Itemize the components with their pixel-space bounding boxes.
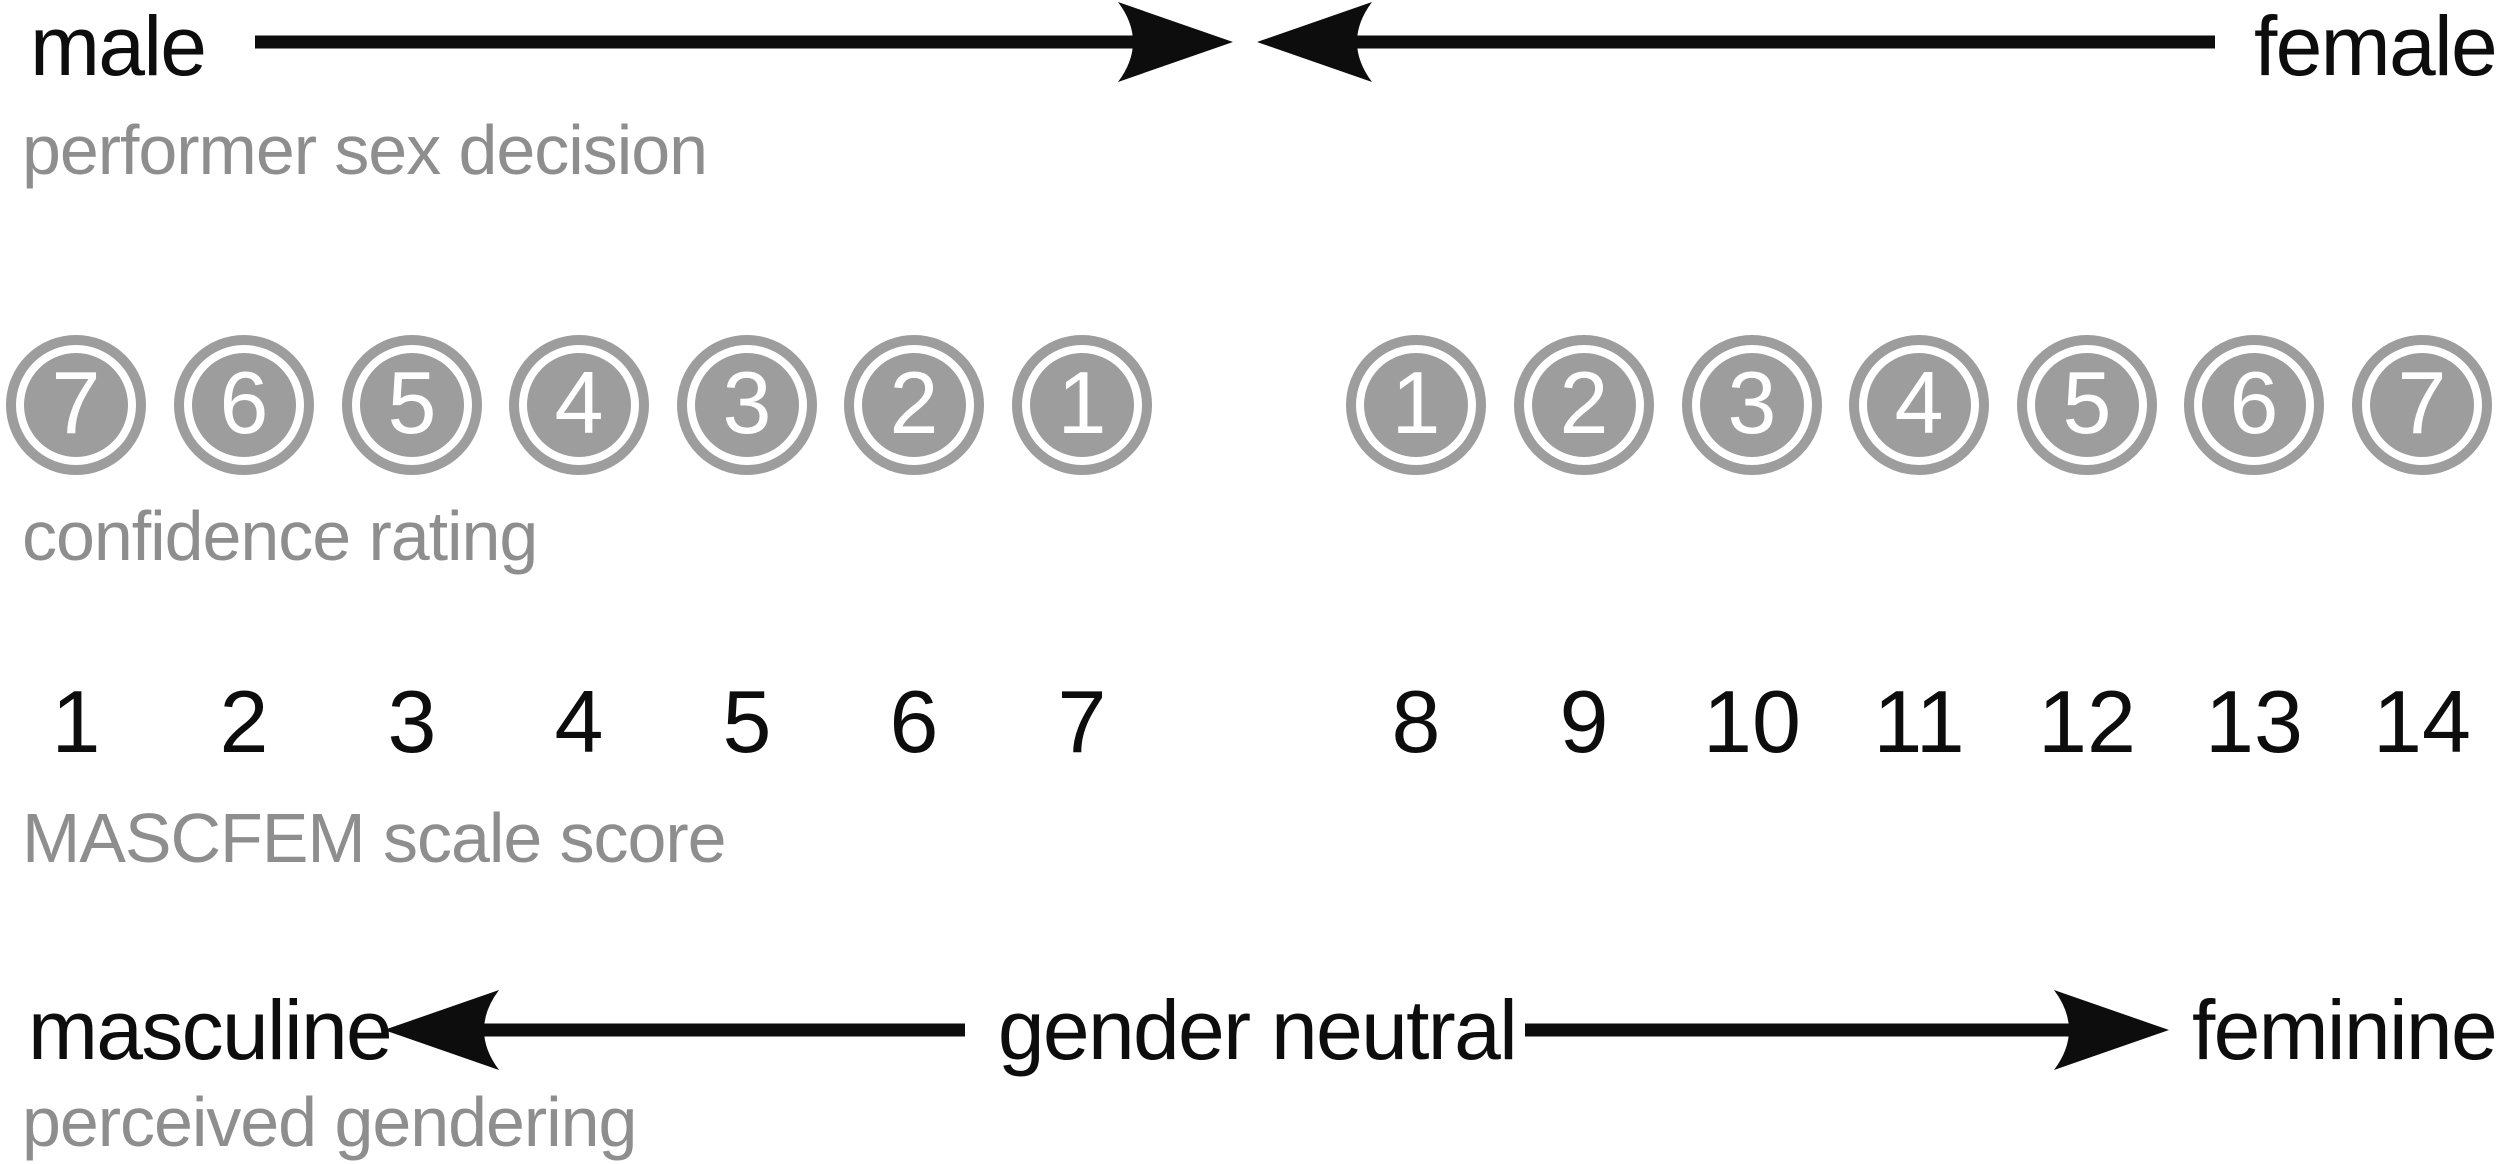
confidence-circle-right-5: 5: [2017, 335, 2157, 475]
confidence-circle-left-4: 4: [509, 335, 649, 475]
right-arrowhead-icon: [1118, 2, 1233, 82]
confidence-circle-left-3: 3: [677, 335, 817, 475]
scale-number-9: 9: [1559, 672, 1609, 771]
scale-number-12: 12: [2038, 672, 2136, 771]
confidence-circle-disc: 4: [527, 353, 631, 457]
confidence-circle-right-4: 4: [1849, 335, 1989, 475]
scale-number-8: 8: [1391, 672, 1441, 771]
confidence-circle-right-1: 1: [1346, 335, 1486, 475]
scale-number-7: 7: [1057, 672, 1107, 771]
mascfem-scale-caption: MASCFEM scale score: [22, 799, 727, 877]
confidence-circle-disc: 4: [1867, 353, 1971, 457]
confidence-circle-left-5: 5: [342, 335, 482, 475]
confidence-circle-left-6: 6: [174, 335, 314, 475]
confidence-circle-right-6: 6: [2184, 335, 2324, 475]
scale-number-1: 1: [51, 672, 101, 771]
feminine-arrowhead-icon: [2054, 990, 2169, 1070]
scale-number-14: 14: [2373, 672, 2471, 771]
confidence-circle-disc: 2: [1532, 353, 1636, 457]
scale-number-13: 13: [2205, 672, 2303, 771]
gendering-diverging-arrows: [384, 990, 2169, 1070]
scale-number-4: 4: [554, 672, 604, 771]
feminine-pole-label: feminine: [2191, 983, 2498, 1077]
masculine-pole-label: masculine: [28, 983, 393, 1077]
confidence-circle-disc: 7: [2370, 353, 2474, 457]
confidence-circle-left-1: 1: [1012, 335, 1152, 475]
confidence-circle-disc: 2: [862, 353, 966, 457]
scale-number-2: 2: [219, 672, 269, 771]
gender-neutral-label: gender neutral: [997, 983, 1518, 1077]
scale-number-3: 3: [387, 672, 437, 771]
scale-number-10: 10: [1703, 672, 1801, 771]
sex-decision-converging-arrows: [255, 2, 2215, 82]
confidence-circle-disc: 1: [1030, 353, 1134, 457]
confidence-circle-disc: 1: [1364, 353, 1468, 457]
confidence-circle-right-2: 2: [1514, 335, 1654, 475]
confidence-circle-disc: 5: [360, 353, 464, 457]
confidence-circle-disc: 5: [2035, 353, 2139, 457]
confidence-circle-right-3: 3: [1682, 335, 1822, 475]
left-arrowhead-icon: [1257, 2, 1372, 82]
confidence-circle-right-7: 7: [2352, 335, 2492, 475]
confidence-rating-caption: confidence rating: [22, 497, 538, 575]
scale-number-5: 5: [722, 672, 772, 771]
scale-number-11: 11: [1873, 672, 1965, 771]
masculine-arrowhead-icon: [384, 990, 499, 1070]
confidence-circle-disc: 6: [2202, 353, 2306, 457]
confidence-circle-disc: 3: [695, 353, 799, 457]
perceived-gendering-caption: perceived gendering: [22, 1083, 637, 1161]
confidence-circle-left-2: 2: [844, 335, 984, 475]
confidence-circle-left-7: 7: [6, 335, 146, 475]
confidence-circle-disc: 3: [1700, 353, 1804, 457]
confidence-circle-disc: 6: [192, 353, 296, 457]
female-pole-label: female: [2253, 0, 2498, 93]
performer-sex-decision-caption: performer sex decision: [22, 111, 708, 189]
confidence-circle-disc: 7: [24, 353, 128, 457]
male-pole-label: male: [30, 0, 207, 93]
scale-number-6: 6: [889, 672, 939, 771]
